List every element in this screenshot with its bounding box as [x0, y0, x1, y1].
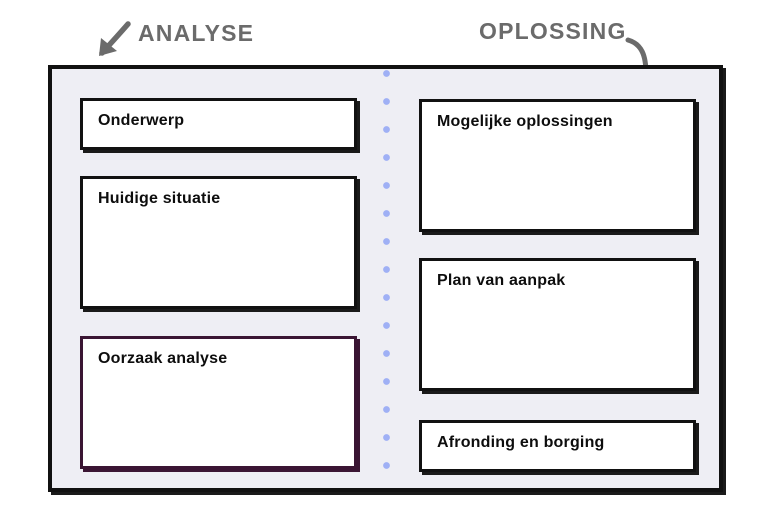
box-mogelijke-oplossingen-label: Mogelijke oplossingen: [437, 113, 613, 130]
dotted-divider: [383, 70, 390, 490]
box-onderwerp-label: Onderwerp: [98, 112, 185, 129]
box-plan-van-aanpak-label: Plan van aanpak: [437, 272, 566, 289]
box-plan-van-aanpak[interactable]: Plan van aanpak: [419, 258, 696, 391]
section-header-oplossing: OPLOSSING: [479, 18, 627, 44]
box-afronding-en-borging[interactable]: Afronding en borging: [419, 420, 696, 472]
box-mogelijke-oplossingen[interactable]: Mogelijke oplossingen: [419, 99, 696, 232]
box-onderwerp[interactable]: Onderwerp: [80, 98, 357, 150]
box-huidige-situatie-label: Huidige situatie: [98, 190, 221, 207]
box-huidige-situatie[interactable]: Huidige situatie: [80, 176, 357, 309]
box-afronding-en-borging-label: Afronding en borging: [437, 434, 605, 451]
section-header-analyse: ANALYSE: [138, 20, 255, 46]
arrow-down-left-icon: [99, 21, 131, 56]
box-oorzaak-analyse[interactable]: Oorzaak analyse: [80, 336, 357, 469]
box-oorzaak-analyse-label: Oorzaak analyse: [98, 350, 228, 367]
